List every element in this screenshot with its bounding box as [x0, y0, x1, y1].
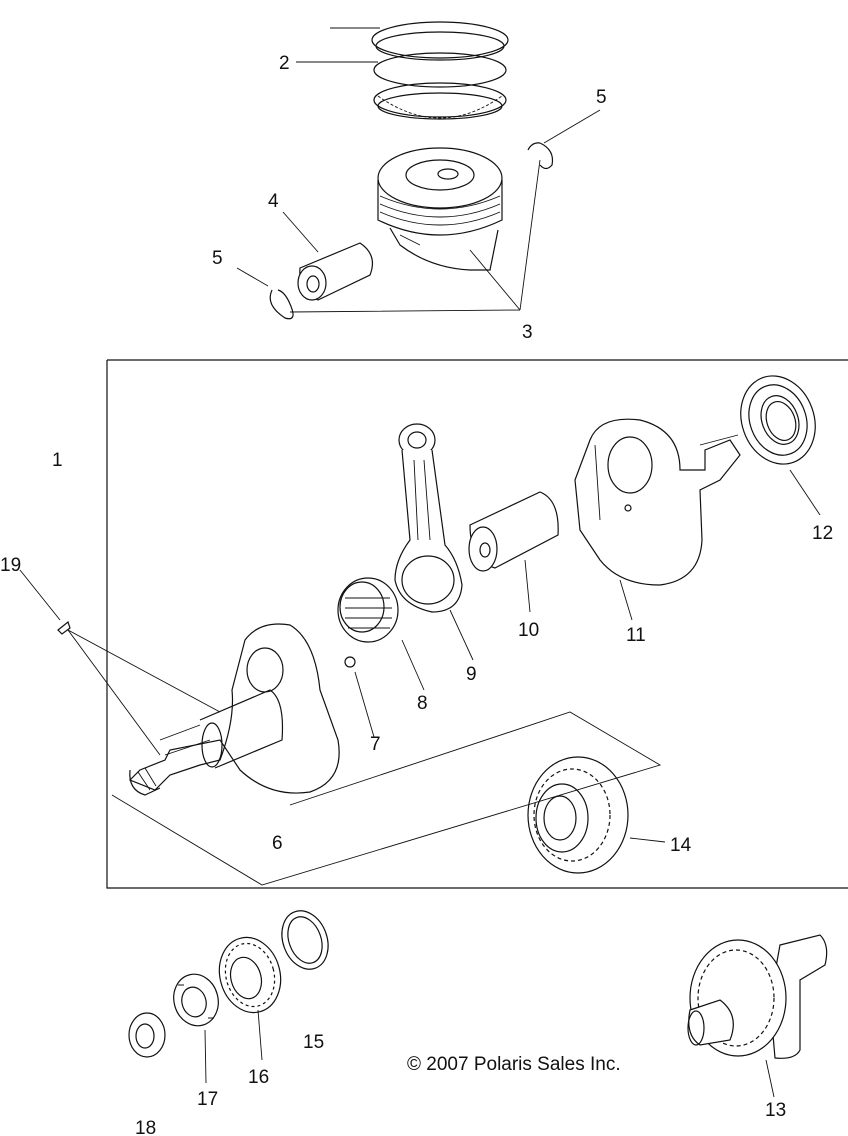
copyright-notice: © 2007 Polaris Sales Inc. [407, 1054, 621, 1075]
nut-icon [173, 973, 219, 1027]
part-label-12: 12 [812, 523, 833, 544]
piston-icon [377, 147, 503, 271]
part-label-2: 2 [279, 53, 290, 74]
part-label-4: 4 [268, 191, 279, 212]
woodruff-key-icon [344, 656, 356, 668]
part-label-17: 17 [197, 1089, 218, 1110]
part-label-13: 13 [765, 1100, 786, 1121]
part-label-14: 14 [670, 835, 692, 856]
gear-icon [218, 936, 282, 1014]
crank-pin-icon [468, 491, 559, 572]
crankshaft-half-icon [574, 418, 741, 586]
part-label-10: 10 [518, 620, 539, 641]
washer-icon [281, 910, 329, 970]
part-label-19: 19 [0, 555, 21, 576]
crankshaft-icon [128, 623, 340, 796]
part-label-5-left: 5 [212, 248, 223, 269]
nut-icon [128, 1012, 166, 1058]
part-label-7: 7 [370, 734, 381, 755]
needle-bearing-icon [337, 577, 399, 643]
ball-bearing-icon [740, 375, 816, 465]
part-label-6: 6 [272, 833, 283, 854]
piston-pin-icon [297, 242, 373, 301]
part-label-15: 15 [303, 1032, 324, 1053]
circlip-icon [269, 142, 554, 320]
gear-icon [527, 756, 629, 874]
leader-lines [19, 61, 821, 1098]
piston-rings-icon [330, 21, 509, 120]
part-label-8: 8 [417, 693, 428, 714]
part-label-9: 9 [466, 664, 477, 685]
part-label-3: 3 [522, 322, 533, 343]
assembly-frame [106, 359, 848, 889]
part-label-5-top: 5 [596, 87, 607, 108]
part-label-18: 18 [135, 1118, 156, 1136]
balance-shaft-icon [687, 934, 828, 1059]
part-label-16: 16 [248, 1067, 269, 1088]
connecting-rod-icon [394, 423, 463, 613]
part-label-1: 1 [52, 450, 63, 471]
woodruff-key-icon [57, 620, 71, 635]
part-label-11: 11 [626, 625, 646, 646]
